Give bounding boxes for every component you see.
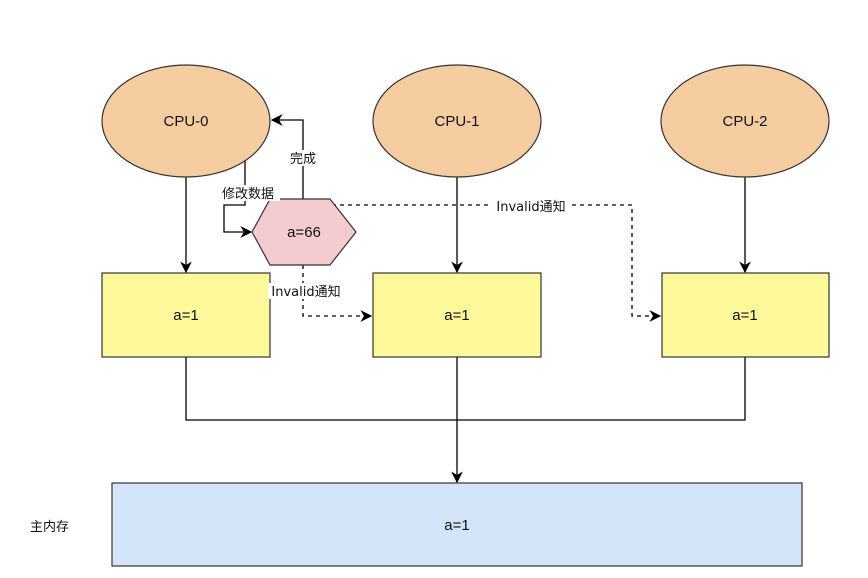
modified-value-node: a=66 (251, 198, 357, 266)
edge-label-done: 完成 (290, 152, 316, 167)
main-memory-shape (111, 482, 803, 567)
edge-modify-lower (223, 200, 253, 238)
cache-0-node: a=1 (101, 272, 271, 358)
cache-1-shape (372, 272, 542, 358)
main-memory-side-label: 主内存 (30, 519, 69, 535)
cpu-1-label: CPU-1 (434, 113, 479, 130)
cpu-0-node: CPU-0 (101, 64, 271, 178)
cpu-1-shape (372, 64, 542, 178)
main-memory-node: a=1 (111, 482, 803, 567)
cache-2-shape (661, 272, 830, 358)
cache-1-label: a=1 (444, 307, 469, 324)
cpu-2-node: CPU-2 (660, 64, 830, 178)
edge-caches-bus (185, 357, 746, 421)
cpu-0-shape (101, 64, 271, 178)
cpu-2-shape (660, 64, 830, 178)
main-memory-label: a=1 (444, 517, 469, 534)
edge-done (270, 114, 304, 199)
cache-1-node: a=1 (372, 272, 542, 358)
cpu-1-node: CPU-1 (372, 64, 542, 178)
cache-0-shape (101, 272, 271, 358)
edge-invalid-2 (332, 204, 662, 322)
cache-2-label: a=1 (732, 307, 757, 324)
edge-label-invalid-2: Invalid通知 (496, 199, 565, 215)
cpu-2-label: CPU-2 (722, 113, 767, 130)
cpu-0-label: CPU-0 (163, 113, 208, 130)
edge-label-modify: 修改数据 (222, 187, 274, 202)
modified-value-label: a=66 (287, 224, 321, 241)
cache-0-label: a=1 (173, 307, 198, 324)
edge-label-invalid-1: Invalid通知 (271, 284, 340, 300)
cache-2-node: a=1 (661, 272, 830, 358)
edge-invalid-1 (302, 265, 373, 322)
